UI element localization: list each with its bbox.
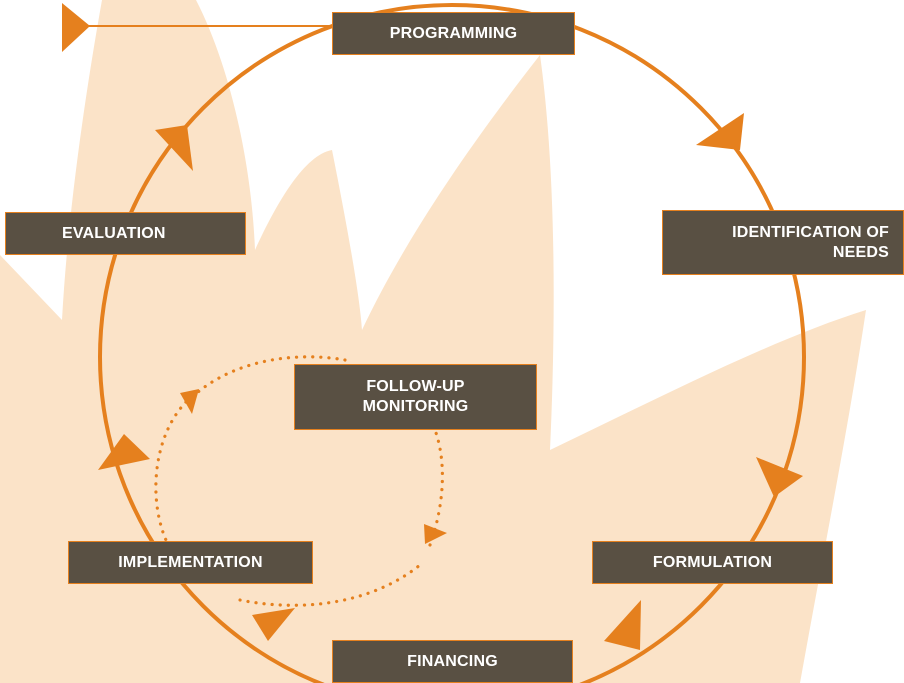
entry-arrow-icon	[62, 3, 90, 52]
stage-follow-up-monitoring: FOLLOW-UP MONITORING	[294, 364, 537, 430]
stage-formulation: FORMULATION	[592, 541, 833, 584]
arrow-financing-to-implementation-icon	[252, 608, 295, 641]
arrow-programming-to-needs-icon	[696, 113, 744, 150]
stage-identification-label: IDENTIFICATION OF NEEDS	[732, 223, 889, 261]
arrow-evaluation-to-programming-icon	[155, 125, 193, 171]
arrow-implementation-to-evaluation-icon	[98, 434, 150, 470]
stage-implementation: IMPLEMENTATION	[68, 541, 313, 584]
stage-formulation-label: FORMULATION	[652, 553, 773, 571]
stage-evaluation: EVALUATION	[5, 212, 246, 255]
stage-financing: FINANCING	[332, 640, 573, 683]
stage-follow-up-label: FOLLOW-UP MONITORING	[362, 378, 469, 415]
arrow-formulation-to-financing-icon	[604, 600, 641, 650]
stage-evaluation-label: EVALUATION	[62, 224, 166, 242]
stage-implementation-label: IMPLEMENTATION	[118, 553, 263, 571]
stage-programming-label: PROGRAMMING	[389, 24, 518, 42]
cycle-ring	[98, 3, 806, 683]
arrow-needs-to-formulation-icon	[756, 457, 803, 497]
stage-identification-of-needs: IDENTIFICATION OF NEEDS	[662, 210, 904, 275]
background-shape	[0, 0, 866, 683]
stage-programming: PROGRAMMING	[332, 12, 575, 55]
stage-financing-label: FINANCING	[407, 652, 498, 670]
monitoring-arrow-top-icon	[180, 389, 199, 414]
monitoring-arrow-right-icon	[424, 524, 447, 544]
